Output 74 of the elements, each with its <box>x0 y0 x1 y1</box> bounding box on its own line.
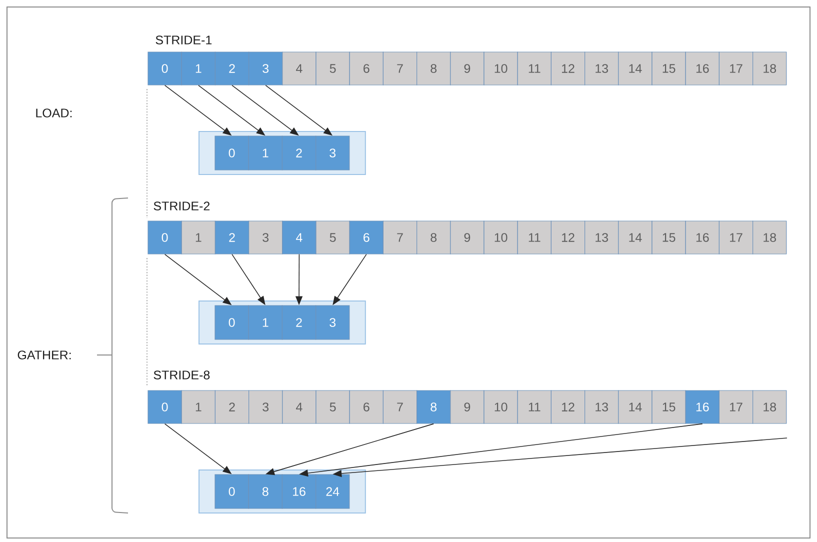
array-cell: 10 <box>484 52 518 86</box>
array-cell: 7 <box>382 52 418 86</box>
array-cell: 7 <box>382 220 418 254</box>
row-heading: STRIDE-8 <box>154 370 210 380</box>
array-cell: 14 <box>618 220 652 254</box>
array-cell: 6 <box>349 220 384 254</box>
array-cell: 14 <box>618 390 652 424</box>
array-cell: 5 <box>316 390 350 424</box>
array-cell: 11 <box>517 220 552 254</box>
register-cell: 1 <box>248 305 282 340</box>
register-cell: 3 <box>316 136 350 170</box>
array-cell: 18 <box>752 220 787 254</box>
array-cell: 3 <box>248 220 283 254</box>
register-cell: 0 <box>214 136 249 170</box>
array-cell: 14 <box>618 52 652 86</box>
array-cell: 10 <box>484 220 518 254</box>
array-cell: 0 <box>148 220 182 254</box>
section-label: GATHER: <box>18 350 71 360</box>
register-cell: 16 <box>282 474 316 509</box>
array-cell: 12 <box>550 220 586 254</box>
array-cell: 6 <box>349 52 384 86</box>
array-cell: 1 <box>181 390 216 424</box>
row-heading: STRIDE-1 <box>156 36 212 44</box>
array-cell: 9 <box>450 220 484 254</box>
register-cell: 8 <box>248 474 282 509</box>
array-cell: 16 <box>685 220 720 254</box>
array-cell: 13 <box>584 390 619 424</box>
array-cell: 18 <box>752 52 787 86</box>
array-cell: 11 <box>517 390 552 424</box>
array-cell: 15 <box>652 220 686 254</box>
array-cell: 11 <box>517 52 552 86</box>
array-cell: 8 <box>416 390 451 424</box>
array-cell: 12 <box>550 390 586 424</box>
row-heading: STRIDE-2 <box>154 202 210 210</box>
register-cell: 2 <box>282 136 316 170</box>
array-cell: 13 <box>584 52 619 86</box>
array-cell: 12 <box>550 52 586 86</box>
array-cell: 17 <box>718 52 754 86</box>
array-cell: 3 <box>248 390 283 424</box>
register-cell: 0 <box>214 474 249 509</box>
array-cell: 5 <box>316 52 350 86</box>
array-cell: 15 <box>652 52 686 86</box>
array-cell: 1 <box>181 52 216 86</box>
array-cell: 4 <box>282 52 316 86</box>
array-cell: 4 <box>282 220 316 254</box>
register-cell: 3 <box>316 305 350 340</box>
array-cell: 0 <box>148 390 182 424</box>
array-cell: 2 <box>214 390 250 424</box>
register-cell: 2 <box>282 305 316 340</box>
register-cell: 0 <box>214 305 249 340</box>
array-cell: 9 <box>450 52 484 86</box>
array-cell: 16 <box>685 52 720 86</box>
array-cell: 8 <box>416 220 451 254</box>
register-cell: 1 <box>248 136 282 170</box>
array-cell: 10 <box>484 390 518 424</box>
array-cell: 13 <box>584 220 619 254</box>
array-cell: 9 <box>450 390 484 424</box>
array-cell: 3 <box>248 52 283 86</box>
array-cell: 2 <box>214 220 250 254</box>
array-cell: 5 <box>316 220 350 254</box>
array-cell: 0 <box>148 52 182 86</box>
array-cell: 8 <box>416 52 451 86</box>
array-cell: 1 <box>181 220 216 254</box>
array-cell: 15 <box>652 390 686 424</box>
array-cell: 18 <box>752 390 787 424</box>
array-cell: 16 <box>685 390 720 424</box>
array-cell: 17 <box>718 220 754 254</box>
array-cell: 2 <box>214 52 250 86</box>
array-cell: 17 <box>718 390 754 424</box>
array-cell: 4 <box>282 390 316 424</box>
array-cell: 7 <box>382 390 418 424</box>
section-label: LOAD: <box>36 108 72 118</box>
register-cell: 24 <box>316 474 350 509</box>
array-cell: 6 <box>349 390 384 424</box>
